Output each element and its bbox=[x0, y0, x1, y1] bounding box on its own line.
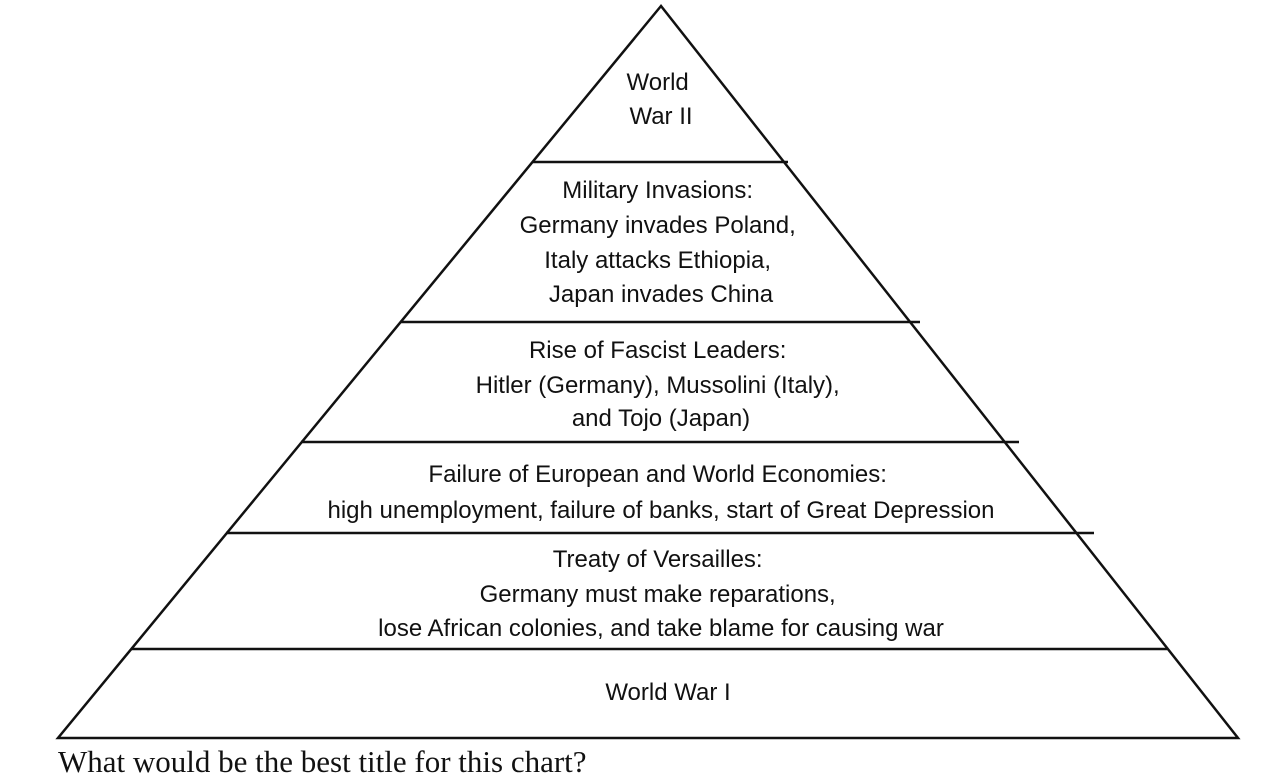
tier-rise-of-fascist-leaders: Rise of Fascist Leaders: Hitler (Germany… bbox=[476, 337, 847, 432]
tier-line: Japan invades China bbox=[549, 281, 774, 308]
tier-world-war-i: World War I bbox=[605, 679, 730, 706]
tier-line: World War I bbox=[605, 679, 730, 706]
tier-line: Treaty of Versailles: bbox=[553, 546, 763, 573]
pyramid-outline bbox=[55, 4, 1241, 740]
tier-failure-of-economies: Failure of European and World Economies:… bbox=[327, 461, 994, 524]
tier-line: Italy attacks Ethiopia, bbox=[544, 247, 771, 274]
tier-line: Hitler (Germany), Mussolini (Italy), bbox=[476, 372, 840, 399]
tier-line: and Tojo (Japan) bbox=[572, 405, 750, 432]
tier-line: Military Invasions: bbox=[562, 177, 753, 204]
tier-line: Failure of European and World Economies: bbox=[428, 461, 886, 488]
tier-treaty-of-versailles: Treaty of Versailles: Germany must make … bbox=[378, 546, 944, 642]
tier-line: War II bbox=[629, 103, 692, 130]
tier-military-invasions: Military Invasions: Germany invades Pola… bbox=[520, 177, 803, 308]
pyramid-diagram: World War II Military Invasions: Germany… bbox=[55, 4, 1241, 740]
tier-line: World bbox=[627, 69, 689, 96]
tier-world-war-ii: World War II bbox=[627, 69, 696, 130]
tier-line: Germany must make reparations, bbox=[480, 581, 836, 608]
question-text: What would be the best title for this ch… bbox=[58, 744, 587, 779]
tier-line: Rise of Fascist Leaders: bbox=[529, 337, 786, 364]
tier-line: lose African colonies, and take blame fo… bbox=[378, 615, 944, 642]
tier-line: Germany invades Poland, bbox=[520, 212, 796, 239]
tier-line: high unemployment, failure of banks, sta… bbox=[327, 497, 994, 524]
